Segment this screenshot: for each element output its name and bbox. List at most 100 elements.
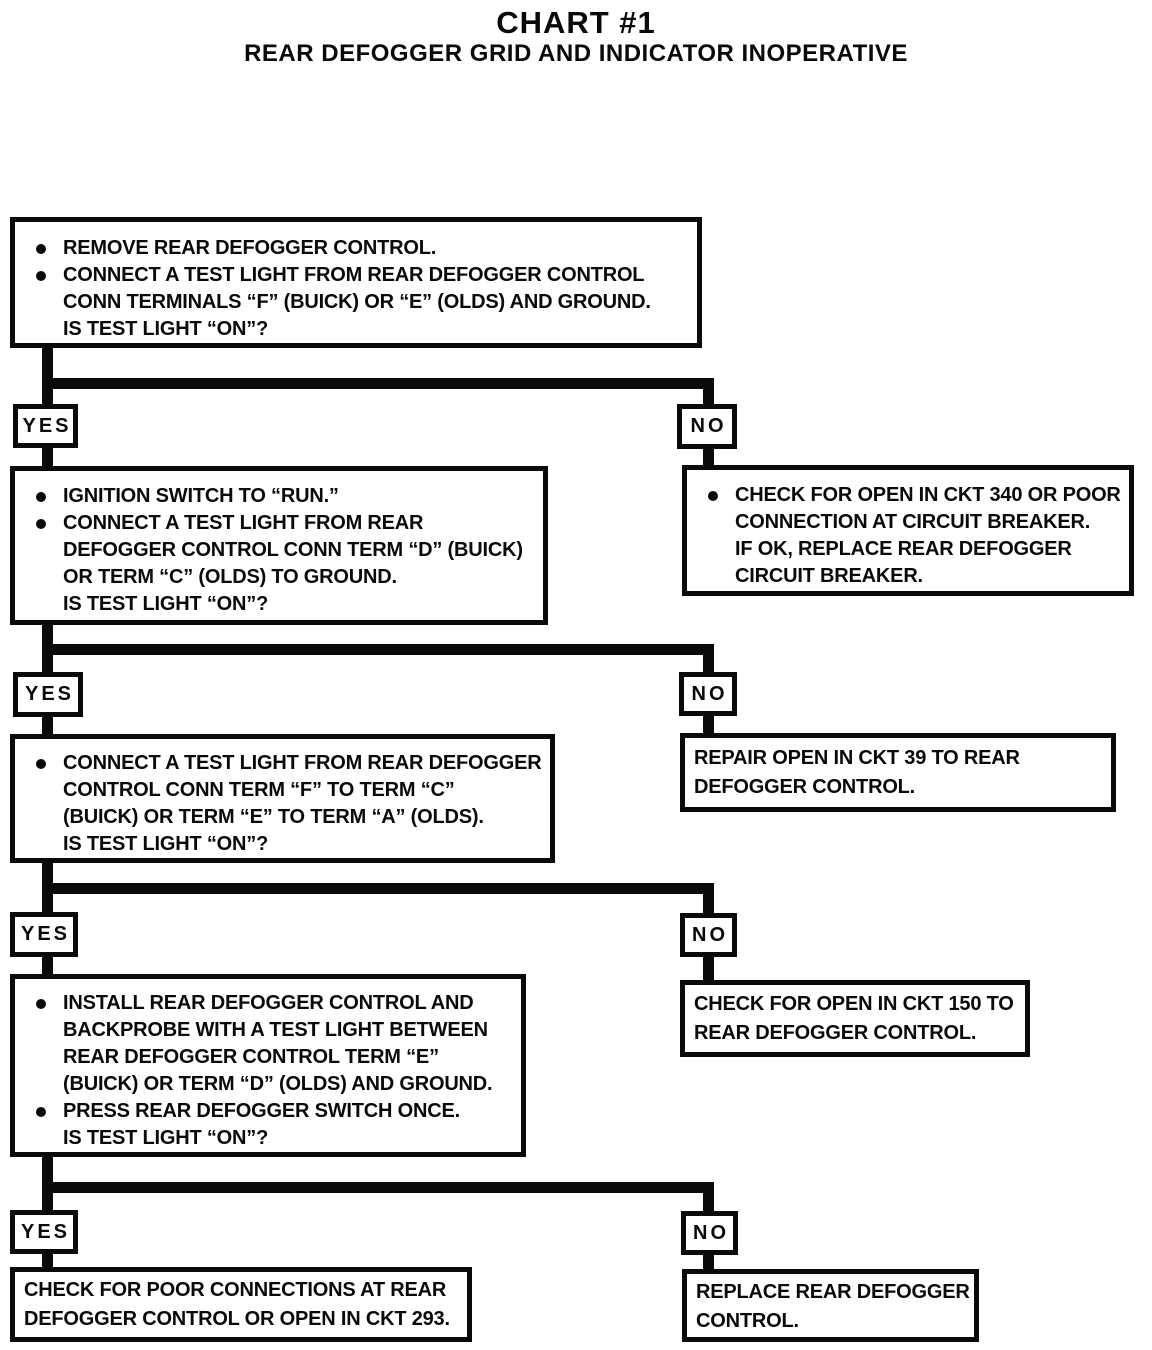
- connector-bar-1: [42, 378, 714, 389]
- text-line: DEFOGGER CONTROL OR OPEN IN CKT 293.: [15, 1305, 467, 1334]
- connector-bar-4: [42, 1182, 714, 1193]
- text: IS TEST LIGHT “ON”?: [63, 318, 269, 340]
- connector-no-down-4: [703, 1253, 714, 1270]
- text: PRESS REAR DEFOGGER SWITCH ONCE.: [63, 1100, 460, 1122]
- yes-label-box-1: YES: [13, 404, 78, 448]
- text-line: CHECK FOR OPEN IN CKT 340 OR POOR: [687, 482, 1129, 509]
- connector-no-down-2: [703, 714, 714, 735]
- text-line: CONNECTION AT CIRCUIT BREAKER.: [687, 509, 1129, 536]
- text-line: DEFOGGER CONTROL.: [685, 773, 1111, 802]
- no-label-box-3: NO: [680, 913, 737, 957]
- decision-box-step1: REMOVE REAR DEFOGGER CONTROL. CONNECT A …: [10, 217, 702, 348]
- text: IGNITION SWITCH TO “RUN.”: [63, 485, 339, 507]
- text-line: REAR DEFOGGER CONTROL.: [685, 1019, 1025, 1048]
- text-line: IGNITION SWITCH TO “RUN.”: [15, 483, 543, 510]
- bullet-icon: [36, 492, 46, 502]
- text: CHECK FOR OPEN IN CKT 150 TO: [694, 993, 1014, 1015]
- text-line: CONNECT A TEST LIGHT FROM REAR DEFOGGER …: [15, 262, 697, 289]
- text: BACKPROBE WITH A TEST LIGHT BETWEEN: [63, 1019, 488, 1041]
- text-line: CONTROL.: [687, 1307, 974, 1336]
- text-line: CIRCUIT BREAKER.: [687, 563, 1129, 590]
- text-line: IS TEST LIGHT “ON”?: [15, 316, 697, 343]
- text-line: CONNECT A TEST LIGHT FROM REAR DEFOGGER: [15, 750, 550, 777]
- connector-no-down-1: [703, 447, 714, 467]
- decision-box-step3: CONNECT A TEST LIGHT FROM REAR DEFOGGER …: [10, 734, 555, 863]
- text-line: DEFOGGER CONTROL CONN TERM “D” (BUICK): [15, 537, 543, 564]
- decision-box-step4: INSTALL REAR DEFOGGER CONTROL AND BACKPR…: [10, 974, 526, 1157]
- text: DEFOGGER CONTROL OR OPEN IN CKT 293.: [24, 1308, 450, 1330]
- text-line: CHECK FOR POOR CONNECTIONS AT REAR: [15, 1276, 467, 1305]
- text: CONTROL.: [696, 1310, 799, 1332]
- text: DEFOGGER CONTROL.: [694, 776, 916, 798]
- text: REAR DEFOGGER CONTROL TERM “E”: [63, 1046, 439, 1068]
- text-line: IS TEST LIGHT “ON”?: [15, 591, 543, 618]
- bullet-icon: [36, 271, 46, 281]
- yes-label: YES: [20, 923, 71, 945]
- action-box-ckt39: REPAIR OPEN IN CKT 39 TO REAR DEFOGGER C…: [680, 733, 1116, 812]
- yes-label-box-2: YES: [13, 672, 83, 717]
- text-line: BACKPROBE WITH A TEST LIGHT BETWEEN: [15, 1017, 521, 1044]
- text: REPLACE REAR DEFOGGER: [696, 1281, 970, 1303]
- text: CONNECT A TEST LIGHT FROM REAR DEFOGGER: [63, 752, 542, 774]
- text-line: INSTALL REAR DEFOGGER CONTROL AND: [15, 990, 521, 1017]
- text: DEFOGGER CONTROL CONN TERM “D” (BUICK): [63, 539, 523, 561]
- text: IS TEST LIGHT “ON”?: [63, 593, 269, 615]
- connector-no-drop-3: [703, 883, 714, 914]
- no-label-box-2: NO: [679, 672, 737, 716]
- text-line: CHECK FOR OPEN IN CKT 150 TO: [685, 990, 1025, 1019]
- text-line: REPAIR OPEN IN CKT 39 TO REAR: [685, 744, 1111, 773]
- text: IS TEST LIGHT “ON”?: [63, 833, 269, 855]
- action-box-ckt150: CHECK FOR OPEN IN CKT 150 TO REAR DEFOGG…: [680, 980, 1030, 1057]
- yes-label: YES: [24, 683, 75, 705]
- connector-no-drop-1: [703, 378, 714, 405]
- bullet-icon: [36, 519, 46, 529]
- text: CONTROL CONN TERM “F” TO TERM “C”: [63, 779, 455, 801]
- text: INSTALL REAR DEFOGGER CONTROL AND: [63, 992, 474, 1014]
- chart-subtitle: REAR DEFOGGER GRID AND INDICATOR INOPERA…: [244, 40, 908, 67]
- chart-title: CHART #1: [496, 5, 656, 40]
- yes-label-box-4: YES: [10, 1210, 78, 1254]
- bullet-icon: [36, 759, 46, 769]
- text-line: CONN TERMINALS “F” (BUICK) OR “E” (OLDS)…: [15, 289, 697, 316]
- decision-box-step2: IGNITION SWITCH TO “RUN.” CONNECT A TEST…: [10, 466, 548, 625]
- text-line: IF OK, REPLACE REAR DEFOGGER: [687, 536, 1129, 563]
- no-label-box-1: NO: [677, 404, 737, 449]
- no-label: NO: [692, 923, 728, 946]
- text: CHECK FOR OPEN IN CKT 340 OR POOR: [735, 484, 1121, 506]
- no-label: NO: [690, 415, 727, 437]
- no-label: NO: [691, 682, 728, 705]
- action-box-ckt340: CHECK FOR OPEN IN CKT 340 OR POOR CONNEC…: [682, 465, 1134, 596]
- no-label: NO: [693, 1221, 729, 1244]
- text: CONNECTION AT CIRCUIT BREAKER.: [735, 511, 1091, 533]
- text-line: PRESS REAR DEFOGGER SWITCH ONCE.: [15, 1098, 521, 1125]
- connector-bar-3: [42, 883, 714, 894]
- text: CHECK FOR POOR CONNECTIONS AT REAR: [24, 1279, 447, 1301]
- text: OR TERM “C” (OLDS) TO GROUND.: [63, 566, 397, 588]
- text-line: (BUICK) OR TERM “E” TO TERM “A” (OLDS).: [15, 804, 550, 831]
- bullet-icon: [36, 244, 46, 254]
- text: CONN TERMINALS “F” (BUICK) OR “E” (OLDS)…: [63, 291, 651, 313]
- connector-no-drop-2: [703, 644, 714, 674]
- bullet-icon: [36, 999, 46, 1009]
- text: REPAIR OPEN IN CKT 39 TO REAR: [694, 747, 1020, 769]
- yes-label: YES: [22, 414, 72, 437]
- no-label-box-4: NO: [681, 1211, 738, 1255]
- connector-bar-2: [42, 644, 714, 655]
- text-line: CONTROL CONN TERM “F” TO TERM “C”: [15, 777, 550, 804]
- text: REMOVE REAR DEFOGGER CONTROL.: [63, 237, 437, 259]
- text-line: IS TEST LIGHT “ON”?: [15, 1125, 521, 1152]
- connector-yes-down-3: [42, 955, 53, 976]
- text: (BUICK) OR TERM “D” (OLDS) AND GROUND.: [63, 1073, 493, 1095]
- connector-vertical-1: [42, 347, 53, 405]
- text: IF OK, REPLACE REAR DEFOGGER: [735, 538, 1072, 560]
- text: CONNECT A TEST LIGHT FROM REAR: [63, 512, 424, 534]
- text-line: CONNECT A TEST LIGHT FROM REAR: [15, 510, 543, 537]
- text-line: REAR DEFOGGER CONTROL TERM “E”: [15, 1044, 521, 1071]
- connector-no-down-3: [703, 955, 714, 982]
- action-box-ckt293: CHECK FOR POOR CONNECTIONS AT REAR DEFOG…: [10, 1267, 472, 1342]
- text-line: REPLACE REAR DEFOGGER: [687, 1278, 974, 1307]
- text: (BUICK) OR TERM “E” TO TERM “A” (OLDS).: [63, 806, 484, 828]
- text-line: (BUICK) OR TERM “D” (OLDS) AND GROUND.: [15, 1071, 521, 1098]
- yes-label: YES: [20, 1220, 71, 1243]
